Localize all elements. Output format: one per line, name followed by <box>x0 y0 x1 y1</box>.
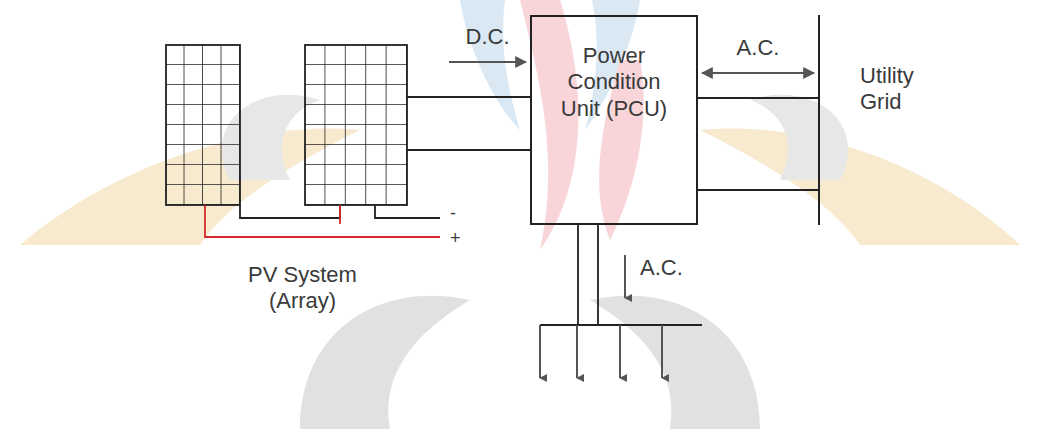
flow-arrow <box>702 72 814 74</box>
dc-wires <box>240 97 530 218</box>
red-wire <box>205 205 440 237</box>
pv-panels <box>166 45 407 205</box>
node-text: Utility Grid <box>860 63 945 116</box>
edge-label: D.C. <box>466 24 510 50</box>
process-box: Power Condition Unit (PCU) <box>530 15 698 225</box>
watermark <box>20 0 1020 429</box>
terminal-sign: - <box>450 203 456 225</box>
edge-label: A.C. <box>737 35 780 61</box>
terminal-sign: + <box>450 228 461 250</box>
ac-flow-arrow <box>624 255 626 298</box>
node-text: PV System (Array) <box>235 262 370 315</box>
pv-array: PV System (Array) <box>160 40 445 323</box>
flow-label: A.C. <box>640 255 683 281</box>
load-arrows <box>540 325 662 378</box>
ac-wires <box>540 98 818 325</box>
node-text: Power Condition Unit (PCU) <box>554 43 674 122</box>
utility-grid-bus: Utility Grid <box>818 15 948 225</box>
flow-arrow <box>449 61 526 63</box>
